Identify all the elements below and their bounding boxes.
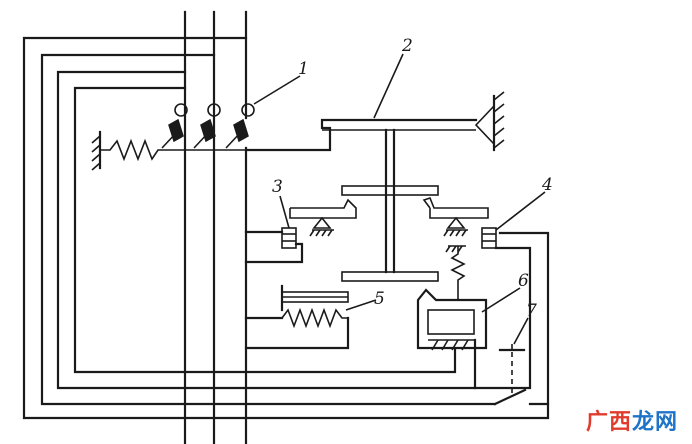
label-6: 6 (518, 271, 529, 291)
leader-lines (253, 53, 546, 345)
thermal-element-5 (244, 284, 350, 350)
main-contacts (161, 103, 255, 149)
control-wiring-loops (22, 36, 550, 420)
right-latch (422, 197, 489, 237)
coil-3 (244, 227, 304, 264)
watermark-part1: 广西 (585, 410, 632, 435)
main-power-lines (183, 10, 248, 444)
label-7: 7 (526, 301, 537, 321)
coil-4 (473, 227, 532, 390)
thermal-release-6 (416, 288, 488, 351)
watermark-part2: 龙网 (631, 410, 678, 435)
push-rod (341, 128, 439, 282)
label-5: 5 (374, 289, 385, 309)
left-latch (289, 198, 357, 237)
trip-bar (244, 91, 505, 152)
label-4: 4 (541, 175, 553, 195)
watermark-logo: 广西龙网 (586, 404, 678, 436)
switch-7 (493, 344, 550, 406)
compression-spring (445, 245, 466, 292)
opening-spring (91, 130, 246, 171)
label-1: 1 (298, 59, 309, 79)
label-3: 3 (272, 177, 283, 197)
label-2: 2 (401, 36, 413, 56)
